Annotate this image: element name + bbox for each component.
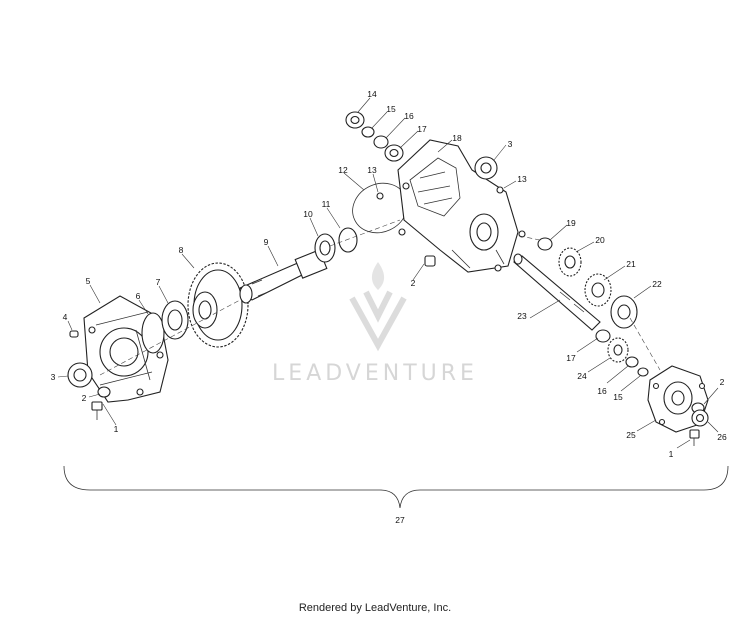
- part-14-seal: [345, 111, 365, 129]
- callout-17-top: 17: [417, 124, 427, 134]
- part-callouts: 1 2 3 4 5 6 7 8 9 10 11 12 13 2 14 15 16…: [51, 89, 727, 525]
- callout-2-left: 2: [82, 393, 87, 403]
- leader-lines: [57, 97, 719, 449]
- callout-16-top: 16: [404, 111, 414, 121]
- part-8-ring-gear: [187, 262, 249, 348]
- part-10-bearing: [314, 233, 336, 263]
- callout-24: 24: [577, 371, 587, 381]
- callout-25: 25: [626, 430, 636, 440]
- part-1-left-bolt: [91, 401, 103, 420]
- callout-15-top: 15: [386, 104, 396, 114]
- callout-17-lower: 17: [566, 353, 576, 363]
- callout-15-lower: 15: [613, 392, 623, 402]
- part-11-oring: [338, 227, 358, 253]
- callout-14: 14: [367, 89, 377, 99]
- callout-20: 20: [595, 235, 605, 245]
- callout-5: 5: [86, 276, 91, 286]
- callout-8: 8: [179, 245, 184, 255]
- callout-23: 23: [517, 311, 527, 321]
- part-2-center-plug: [424, 255, 436, 267]
- part-3-right-seal: [474, 156, 498, 180]
- watermark-brand-text: LEADVENTURE: [272, 361, 478, 386]
- callout-9: 9: [264, 237, 269, 247]
- callout-19: 19: [566, 218, 576, 228]
- callout-10: 10: [303, 209, 313, 219]
- leadventure-watermark: LEADVENTURE: [272, 262, 478, 386]
- part-16-lower-washer: [625, 356, 639, 368]
- callout-27-assembly: 27: [395, 515, 405, 525]
- part-17-top-bearing: [384, 144, 404, 162]
- callout-1-left: 1: [114, 424, 119, 434]
- callout-16-lower: 16: [597, 386, 607, 396]
- callout-2-right: 2: [720, 377, 725, 387]
- callout-1-right: 1: [669, 449, 674, 459]
- callout-7: 7: [156, 277, 161, 287]
- part-18-main-housing: [397, 139, 526, 273]
- part-21-gear: [584, 273, 612, 307]
- callout-13-left: 13: [367, 165, 377, 175]
- part-24-gear: [607, 337, 629, 363]
- part-9-output-shaft: [239, 249, 328, 304]
- callout-6: 6: [136, 291, 141, 301]
- part-20-gear: [558, 247, 582, 277]
- part-22-bearing: [610, 295, 638, 329]
- callout-11: 11: [322, 199, 331, 209]
- part-4-dowel-pin: [69, 330, 79, 338]
- part-6-oring: [141, 312, 165, 354]
- part-13-right-screw: [496, 186, 504, 194]
- part-19-bushing: [537, 237, 553, 251]
- callout-13-right: 13: [517, 174, 527, 184]
- callout-26: 26: [717, 432, 727, 442]
- flame-logo-icon: [349, 262, 407, 352]
- assembly-center-lines: [99, 219, 661, 376]
- callout-3-left: 3: [51, 372, 56, 382]
- part-17-lower-bearing: [595, 329, 611, 343]
- callout-21: 21: [626, 259, 636, 269]
- assembly-bracket: [63, 465, 729, 509]
- part-2-left-washer: [97, 386, 111, 398]
- callout-18: 18: [452, 133, 462, 143]
- part-3-left-seal: [67, 362, 93, 388]
- part-1-right-bolt: [689, 429, 700, 446]
- part-13-left-plug: [376, 192, 384, 200]
- callout-22: 22: [652, 279, 662, 289]
- callout-4: 4: [63, 312, 68, 322]
- rendered-by-footer: Rendered by LeadVenture, Inc.: [298, 602, 452, 614]
- callout-3-right: 3: [508, 139, 513, 149]
- callout-12: 12: [338, 165, 348, 175]
- callout-2-center: 2: [411, 278, 416, 288]
- part-16-top-washer: [373, 135, 389, 149]
- part-23-input-shaft: [513, 253, 601, 331]
- part-15-lower-ring: [637, 367, 649, 377]
- part-7-bearing: [161, 300, 189, 340]
- part-26-seal: [691, 409, 709, 427]
- part-15-top-ring: [361, 126, 375, 138]
